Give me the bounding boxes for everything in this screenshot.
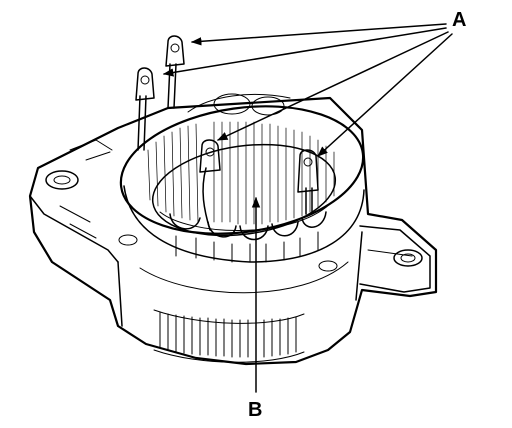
housing-body — [28, 96, 438, 366]
callout-label-a: A — [452, 9, 466, 31]
stator-ring — [119, 105, 365, 263]
stator-windings — [147, 93, 335, 263]
callout-label-b: B — [248, 399, 262, 421]
housing-vent-slots — [153, 309, 305, 363]
stator-lead-wires — [135, 35, 319, 231]
callout-a-arrows — [162, 23, 453, 157]
